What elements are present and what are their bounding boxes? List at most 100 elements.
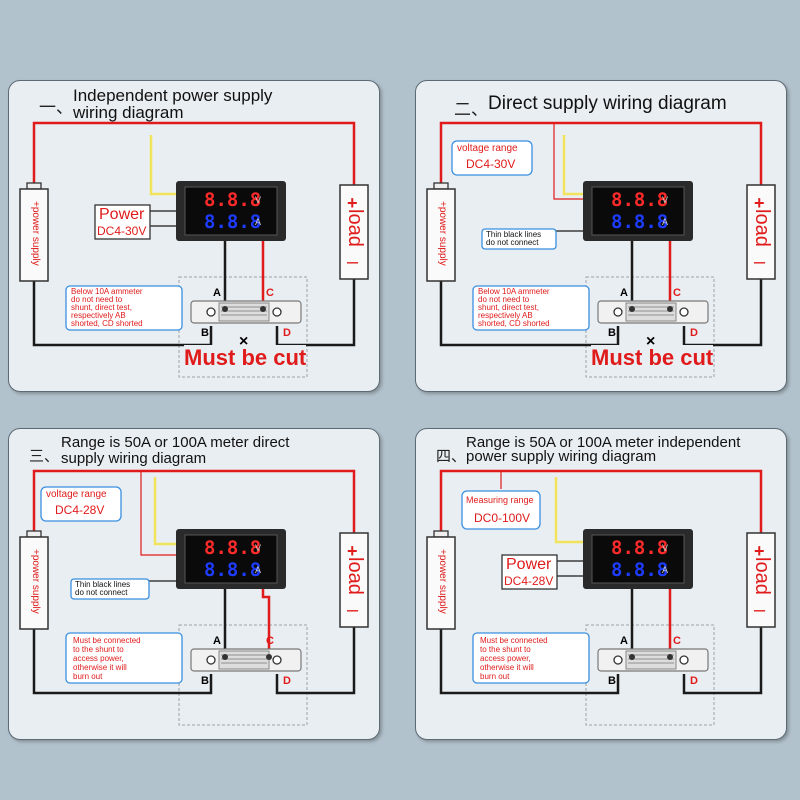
meter-a-unit: A [662, 217, 669, 227]
red-wire [32, 121, 356, 191]
meter-amps-readout: 8.8.8 [611, 211, 669, 233]
terminal-d-label: D [690, 675, 698, 687]
shunt-terminal-d [272, 307, 282, 317]
panel-title-line-1: Range is 50A or 100A meter independent [466, 434, 741, 451]
terminal-a-label: A [620, 287, 628, 299]
note-text: Must be connected to the shunt to access… [73, 636, 141, 681]
power-box-range: DC4-28V [504, 574, 554, 588]
meter-a-unit: A [255, 217, 262, 227]
meter-volts-readout: 8.8.8 [204, 537, 262, 559]
terminal-b-label: B [201, 675, 209, 687]
load-minus-icon: – [754, 599, 766, 621]
voltage-range-value: DC4-28V [55, 503, 105, 517]
terminal-c-label: C [266, 287, 274, 299]
thin-lines-note-box [70, 578, 150, 600]
thin-lines-note: Thin black lines do not connect [75, 580, 131, 597]
voltage-range-label: voltage range [457, 143, 518, 154]
panel-title-line-1: Direct supply wiring diagram [488, 93, 727, 114]
black-wire-left [32, 261, 213, 347]
thin-lines-note-box [481, 228, 557, 250]
must-be-cut-label: Must be cut [591, 345, 714, 371]
meter-volts-readout: 8.8.8 [204, 189, 262, 211]
meter-a-unit: A [662, 565, 669, 575]
wiring-diagram-panel-1: 一、 Independent power supply wiring diagr… [8, 80, 380, 392]
red-wire [439, 469, 763, 539]
power-box [501, 554, 558, 590]
panel-title-line-2: wiring diagram [73, 103, 184, 122]
power-box-label: Power [99, 206, 145, 223]
meter-amps-readout: 8.8.8 [611, 559, 669, 581]
panel-title-line-1: Range is 50A or 100A meter direct [61, 434, 290, 451]
panel-number: 二、 [454, 100, 488, 120]
meter-volts-readout: 8.8.8 [611, 189, 669, 211]
shunt-terminal-b [206, 307, 216, 317]
wiring-diagram-panel-2: 二、 Direct supply wiring diagram +power s… [415, 80, 787, 392]
black-wire-right [275, 259, 356, 347]
power-supply-battery [19, 188, 49, 282]
power-supply-battery [19, 536, 49, 630]
note-text: Must be connected to the shunt to access… [480, 636, 548, 681]
meter-v-unit: V [662, 195, 669, 205]
note-text: Below 10A ammeter do not need to shunt, … [71, 287, 143, 328]
power-supply-label: +power supply [30, 549, 41, 614]
terminal-d-label: D [690, 327, 698, 339]
voltage-red-thin-wire [553, 123, 584, 200]
meter-v-unit: V [255, 195, 262, 205]
voltage-range-value: DC4-30V [466, 157, 516, 171]
power-box-label: Power [506, 556, 552, 573]
load-battery [339, 184, 369, 280]
wiring-diagram-panel-3: 三、 Range is 50A or 100A meter direct sup… [8, 428, 380, 740]
panel-number: 三、 [29, 447, 60, 465]
wiring-svg [19, 121, 369, 378]
terminal-c-label: C [673, 635, 681, 647]
load-battery [746, 184, 776, 280]
terminal-a-label: A [620, 635, 628, 647]
load-plus-icon: + [754, 193, 765, 213]
load-label: load [344, 209, 366, 247]
red-wire [32, 469, 356, 539]
power-box [94, 204, 151, 240]
load-minus-icon: – [347, 599, 359, 621]
wiring-svg [19, 469, 369, 726]
load-plus-icon: + [754, 541, 765, 561]
note-box [472, 632, 590, 684]
terminal-b-label: B [608, 675, 616, 687]
load-minus-icon: – [754, 251, 766, 273]
yellow-wire [554, 477, 584, 544]
cut-mark-icon: × [646, 333, 656, 350]
note-box [65, 285, 183, 331]
yellow-wire [562, 135, 584, 196]
load-battery [339, 532, 369, 628]
note-box [65, 632, 183, 684]
must-be-cut-label: Must be cut [184, 345, 307, 371]
terminal-b-label: B [608, 327, 616, 339]
panel-number: 一、 [39, 98, 73, 118]
power-supply-label: +power supply [30, 201, 41, 266]
load-minus-icon: – [347, 251, 359, 273]
measuring-range-label: Measuring range [466, 495, 534, 505]
load-plus-icon: + [347, 193, 358, 213]
measuring-range-box [461, 490, 541, 530]
load-label: load [751, 557, 773, 595]
power-supply-battery [426, 188, 456, 282]
note-text: Below 10A ammeter do not need to shunt, … [478, 287, 550, 328]
terminal-a-label: A [213, 635, 221, 647]
meter-amps-readout: 8.8.8 [204, 211, 262, 233]
meter-v-unit: V [662, 543, 669, 553]
thin-lines-note: Thin black lines do not connect [486, 230, 542, 247]
yellow-wire [153, 477, 177, 546]
terminal-d-label: D [283, 327, 291, 339]
meter-volts-readout: 8.8.8 [611, 537, 669, 559]
terminal-c-label: C [266, 635, 274, 647]
cut-mark-icon: × [239, 333, 249, 350]
power-supply-label: +power supply [437, 549, 448, 614]
wiring-svg [426, 469, 776, 726]
shunt-element [218, 302, 270, 322]
terminal-a-label: A [213, 287, 221, 299]
power-supply-cap [26, 182, 42, 190]
measuring-range-value: DC0-100V [474, 511, 531, 525]
panel-title: 一、 Independent power supply wiring diagr… [9, 81, 379, 131]
meter-amps-readout: 8.8.8 [204, 559, 262, 581]
voltage-range-box [451, 140, 533, 176]
panel-title: 二、 Direct supply wiring diagram [416, 81, 786, 131]
